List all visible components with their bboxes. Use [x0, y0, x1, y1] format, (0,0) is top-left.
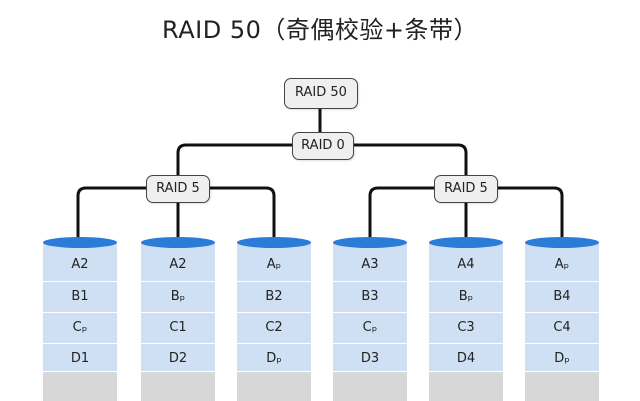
block: B1	[43, 281, 117, 312]
block: D3	[333, 343, 407, 374]
disk-4: A3 B3 Cₚ D3	[333, 237, 407, 401]
disk-base	[333, 371, 407, 401]
wire-raid0-raid5-right	[348, 143, 468, 176]
disk-top	[525, 237, 599, 248]
block: B4	[525, 281, 599, 312]
block: C2	[237, 312, 311, 343]
wire-raid0-raid5-left	[176, 143, 292, 176]
disk-base	[525, 371, 599, 401]
disk-top	[333, 237, 407, 248]
block: B2	[237, 281, 311, 312]
disk-2: A2 Bₚ C1 D2	[141, 237, 215, 401]
block: D1	[43, 343, 117, 374]
block: Bₚ	[141, 281, 215, 312]
wire-raid5-right-disk4	[368, 186, 434, 242]
block: B3	[333, 281, 407, 312]
block: C1	[141, 312, 215, 343]
raid5-left-node: RAID 5	[146, 175, 210, 203]
disk-base	[429, 371, 503, 401]
disk-top	[429, 237, 503, 248]
page-title: RAID 50（奇偶校验+条带）	[162, 16, 478, 44]
disk-3: Aₚ B2 C2 Dₚ	[237, 237, 311, 401]
block: A2	[169, 257, 187, 272]
disk-5: A4 Bₚ C3 D4	[429, 237, 503, 401]
disk-base	[141, 371, 215, 401]
block: D2	[141, 343, 215, 374]
block: A4	[457, 257, 475, 272]
wire-raid5-left-disk3	[210, 186, 276, 242]
block: C4	[525, 312, 599, 343]
block: A2	[71, 257, 89, 272]
block: Dₚ	[237, 343, 311, 374]
disk-top	[237, 237, 311, 248]
block: Bₚ	[429, 281, 503, 312]
wire-raid5-left-disk1	[76, 186, 146, 242]
block: D4	[429, 343, 503, 374]
block: Cₚ	[43, 312, 117, 343]
disk-top	[141, 237, 215, 248]
raid50-node: RAID 50	[284, 78, 358, 109]
disk-1: A2 B1 Cₚ D1	[43, 237, 117, 401]
disk-base	[43, 371, 117, 401]
block: C3	[429, 312, 503, 343]
raid0-node: RAID 0	[292, 132, 354, 160]
wire-raid5-right-disk6	[498, 186, 564, 242]
block: A3	[361, 257, 379, 272]
block: Dₚ	[525, 343, 599, 374]
block: Cₚ	[333, 312, 407, 343]
disk-base	[237, 371, 311, 401]
raid5-right-node: RAID 5	[434, 175, 498, 203]
disk-top	[43, 237, 117, 248]
block: Aₚ	[266, 257, 282, 272]
disk-6: Aₚ B4 C4 Dₚ	[525, 237, 599, 401]
block: Aₚ	[554, 257, 570, 272]
